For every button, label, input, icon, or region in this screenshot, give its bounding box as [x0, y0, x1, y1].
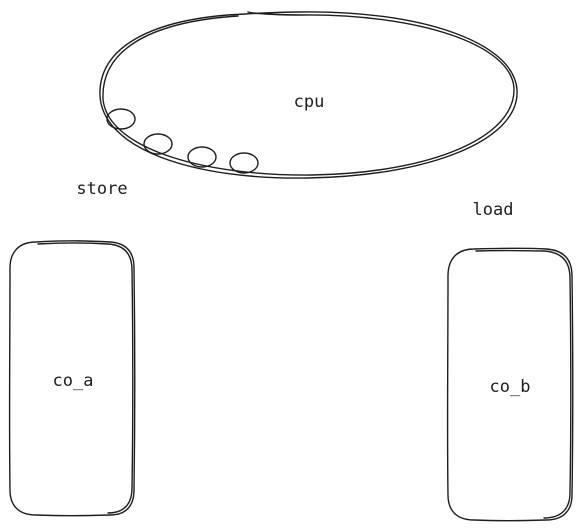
cpu-ellipse-outline: [99, 11, 518, 179]
cpu-label: cpu: [294, 92, 325, 112]
slot-circle: [229, 152, 259, 174]
co-b-label: co_b: [490, 377, 531, 397]
slot-circle: [106, 108, 136, 130]
cpu-node[interactable]: cpu: [99, 11, 518, 179]
cpu-slots: [106, 108, 259, 174]
cpu-ellipse-outline-2: [102, 11, 515, 176]
co-a-outline: [8, 240, 136, 517]
co-b-outline: [446, 247, 574, 522]
co-b-node[interactable]: co_b: [446, 247, 574, 522]
co-b-outline-2: [475, 249, 572, 519]
co-a-node[interactable]: co_a: [8, 240, 136, 517]
co-a-outline-2: [37, 242, 134, 514]
slot-circle: [143, 133, 173, 155]
load-annotation: load: [473, 200, 514, 220]
slot-circle: [187, 146, 217, 168]
co-a-label: co_a: [53, 371, 94, 391]
store-annotation: store: [76, 179, 127, 199]
